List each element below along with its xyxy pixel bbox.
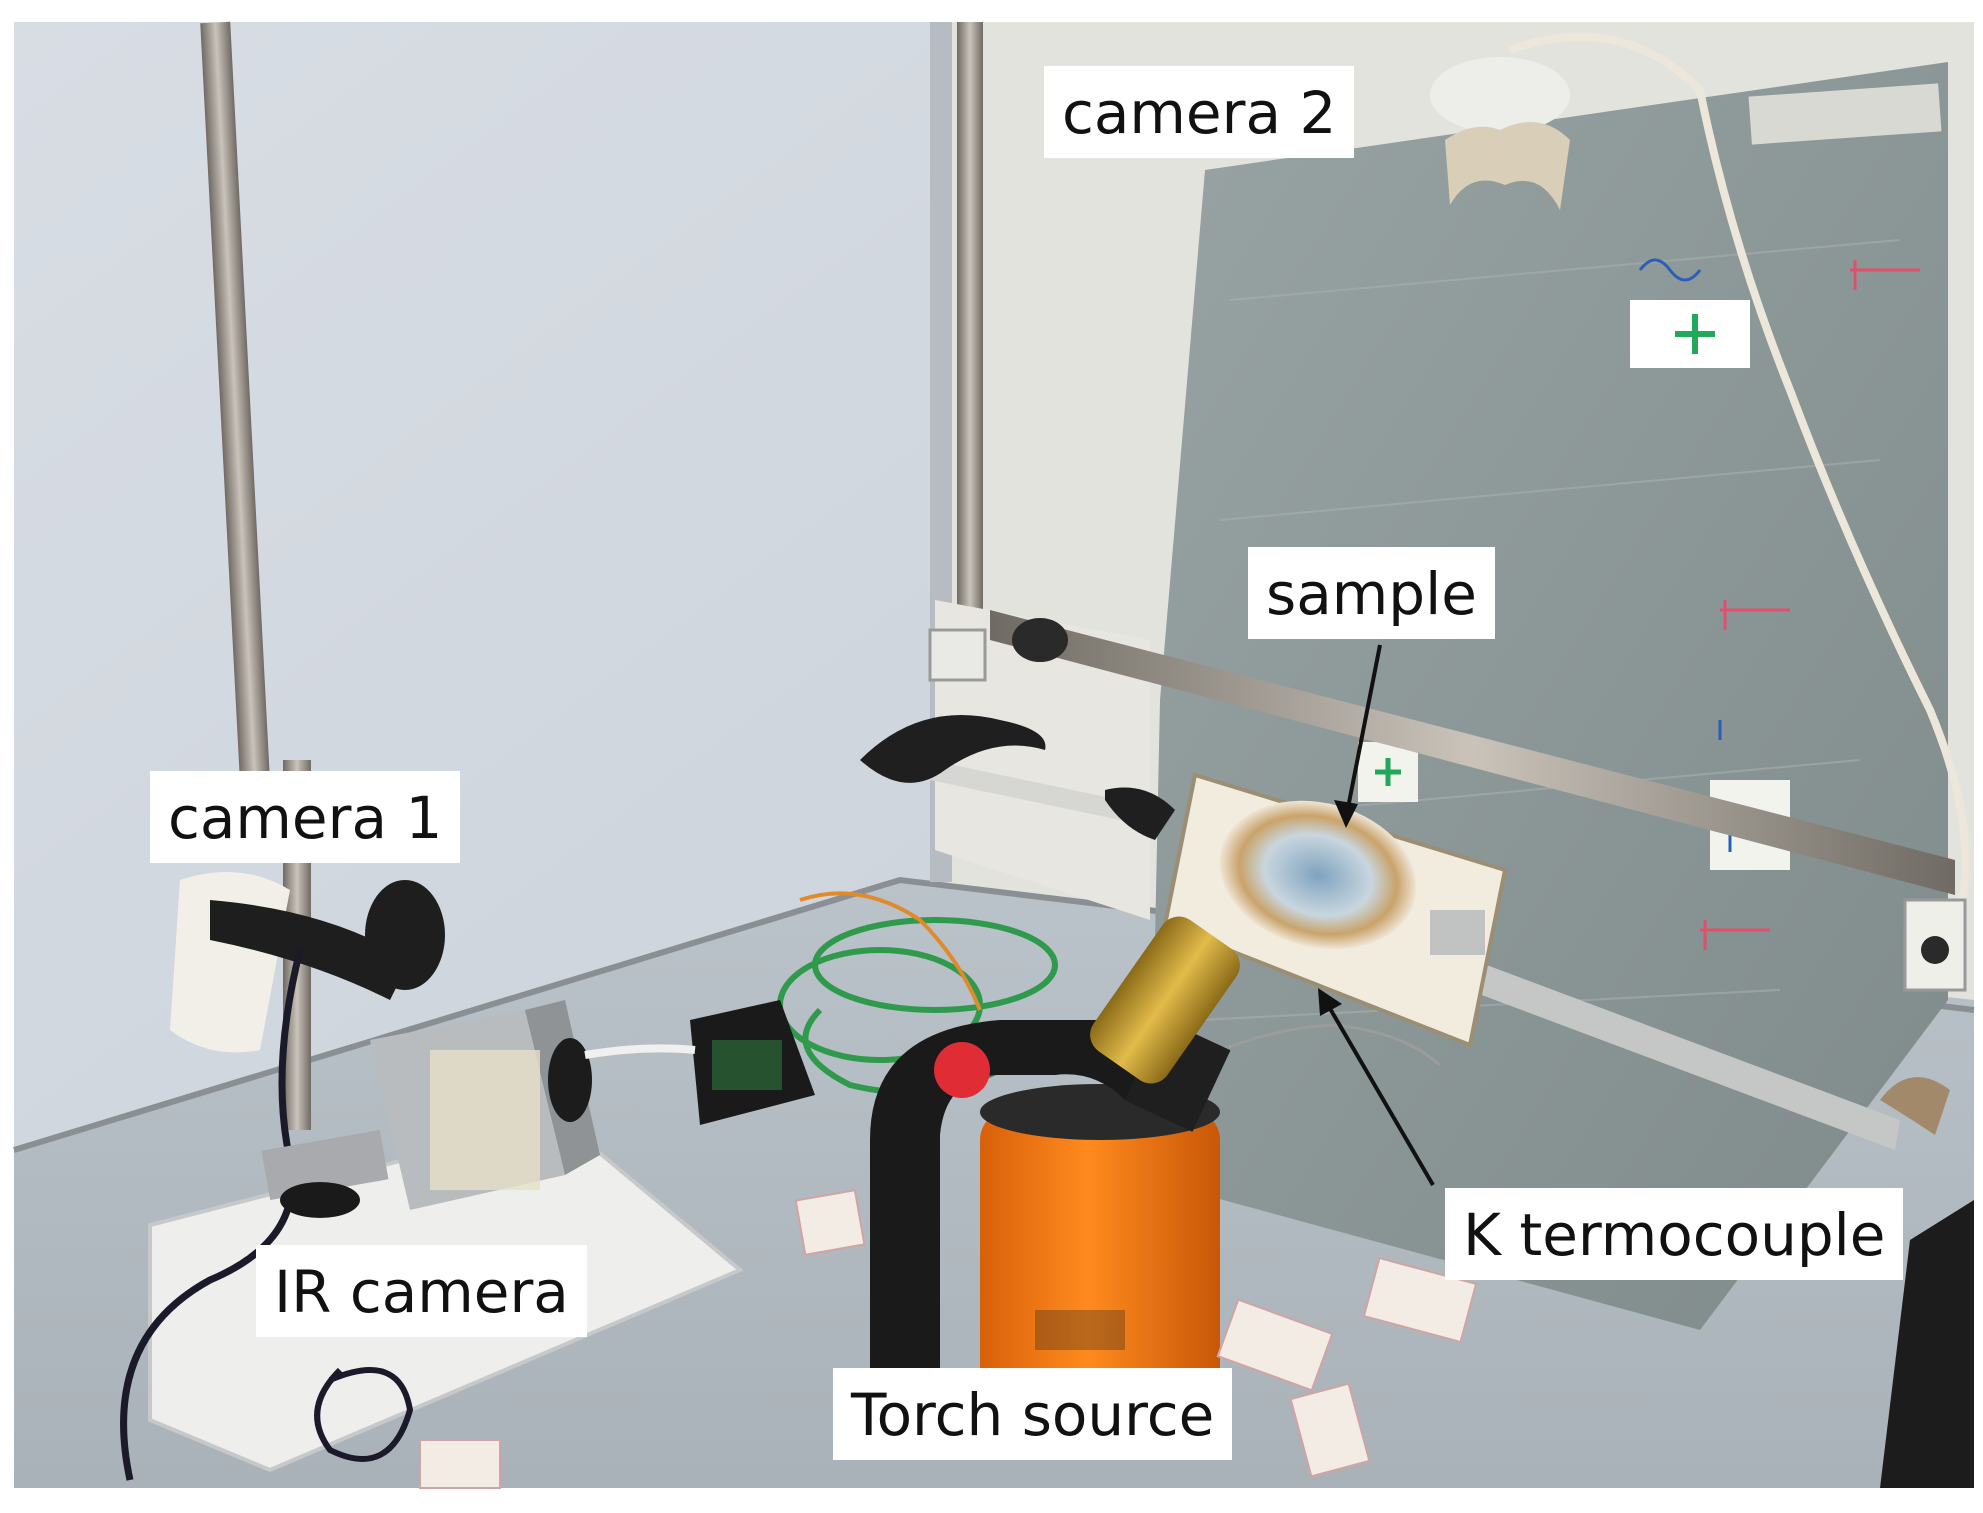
label-camera-2: camera 2 <box>1044 66 1355 158</box>
label-torch-source: Torch source <box>833 1368 1233 1460</box>
label-ir-camera: IR camera <box>256 1245 587 1337</box>
label-camera-1: camera 1 <box>150 771 461 863</box>
label-sample: sample <box>1248 547 1495 639</box>
label-k-termocouple: K termocouple <box>1445 1188 1904 1280</box>
